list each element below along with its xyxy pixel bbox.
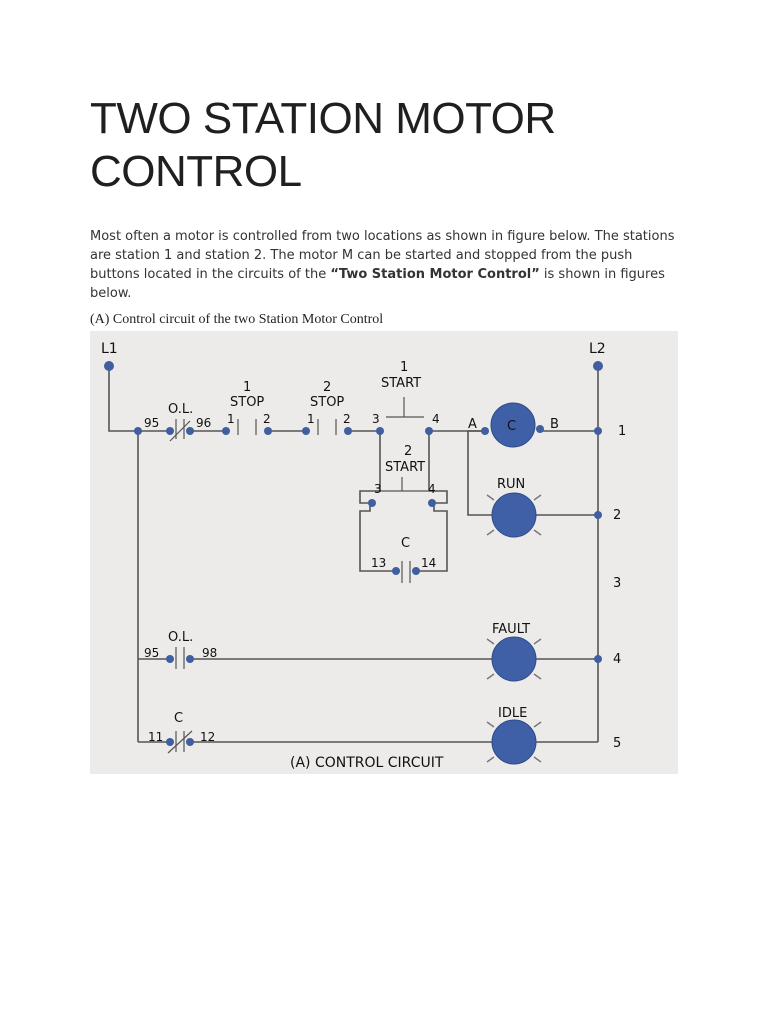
idle-label: IDLE bbox=[498, 706, 527, 721]
rung-number-3: 3 bbox=[613, 576, 621, 591]
start2-terminal-4: 4 bbox=[428, 482, 436, 496]
stop-button-1: 1 STOP 1 2 bbox=[222, 380, 272, 435]
c-nc-terminal-12: 12 bbox=[200, 730, 215, 744]
ol-no-terminal-98: 98 bbox=[202, 646, 217, 660]
ol-terminal-96: 96 bbox=[196, 416, 211, 430]
coil-terminal-a: A bbox=[468, 417, 477, 432]
rung-2-junction bbox=[594, 511, 602, 519]
start-button-1: 1 START 3 4 bbox=[372, 360, 440, 435]
intro-paragraph: Most often a motor is controlled from tw… bbox=[90, 227, 680, 303]
l1-terminal bbox=[104, 361, 114, 371]
stop1-label: STOP bbox=[230, 395, 264, 410]
ol-terminal-95: 95 bbox=[144, 416, 159, 430]
stop2-label: STOP bbox=[310, 395, 344, 410]
stop-button-2: 2 STOP 1 2 bbox=[302, 380, 352, 435]
start1-terminal-4: 4 bbox=[432, 412, 440, 426]
intro-text-end: is shown in figures below. bbox=[90, 267, 665, 301]
ol-label: O.L. bbox=[168, 402, 193, 417]
fault-label: FAULT bbox=[492, 622, 530, 637]
diagram-caption: (A) CONTROL CIRCUIT bbox=[290, 755, 444, 771]
rung-number-1: 1 bbox=[618, 424, 626, 439]
run-lamp: RUN bbox=[486, 477, 542, 538]
start1-terminal-3: 3 bbox=[372, 412, 380, 426]
contactor-nc-contact: C 11 12 bbox=[148, 711, 215, 754]
coil-label: C bbox=[507, 419, 516, 434]
rung-4-junction bbox=[594, 655, 602, 663]
c-nc-label: C bbox=[174, 711, 183, 726]
stop2-terminal-2: 2 bbox=[343, 412, 351, 426]
rung-1-junction bbox=[594, 427, 602, 435]
l2-label: L2 bbox=[589, 341, 606, 357]
stop1-terminal-1: 1 bbox=[227, 412, 235, 426]
idle-lamp: IDLE bbox=[486, 706, 542, 765]
l2-terminal bbox=[593, 361, 603, 371]
coil-terminal-b: B bbox=[550, 417, 559, 432]
run-label: RUN bbox=[497, 477, 525, 492]
rung-number-4: 4 bbox=[613, 652, 621, 667]
control-circuit-diagram: L1 L2 O.L. 95 96 1 STOP 1 2 bbox=[90, 331, 678, 774]
figure-caption: (A) Control circuit of the two Station M… bbox=[90, 312, 384, 327]
start2-terminal-3: 3 bbox=[374, 482, 382, 496]
stop1-terminal-2: 2 bbox=[263, 412, 271, 426]
aux-terminal-13: 13 bbox=[371, 556, 386, 570]
c-nc-terminal-11: 11 bbox=[148, 730, 163, 744]
l1-label: L1 bbox=[101, 341, 118, 357]
aux-terminal-14: 14 bbox=[421, 556, 436, 570]
start2-label: START bbox=[385, 460, 425, 475]
start1-label: START bbox=[381, 376, 421, 391]
circuit-wires bbox=[108, 366, 599, 743]
rung-number-2: 2 bbox=[613, 508, 621, 523]
start1-number: 1 bbox=[400, 360, 408, 375]
page-title: TWO STATION MOTOR CONTROL bbox=[90, 94, 556, 196]
overload-no-contact: O.L. 95 98 bbox=[144, 630, 217, 669]
fault-lamp: FAULT bbox=[486, 622, 542, 682]
start2-number: 2 bbox=[404, 444, 412, 459]
ol-no-label: O.L. bbox=[168, 630, 193, 645]
auxiliary-contact-c: C 13 14 bbox=[371, 536, 436, 583]
aux-label: C bbox=[401, 536, 410, 551]
circuit-svg: L1 L2 O.L. 95 96 1 STOP 1 2 bbox=[101, 341, 626, 771]
rung-number-5: 5 bbox=[613, 736, 621, 751]
overload-nc-contact: O.L. 95 96 bbox=[134, 402, 211, 442]
coil-c: C A B bbox=[468, 402, 559, 448]
ol-no-terminal-95: 95 bbox=[144, 646, 159, 660]
intro-text-bold: “Two Station Motor Control” bbox=[330, 267, 540, 282]
stop1-number: 1 bbox=[243, 380, 251, 395]
stop2-number: 2 bbox=[323, 380, 331, 395]
stop2-terminal-1: 1 bbox=[307, 412, 315, 426]
intro-text-start: Most often a motor is controlled from tw… bbox=[90, 229, 675, 282]
start-button-2: 2 START 3 4 bbox=[368, 444, 436, 507]
